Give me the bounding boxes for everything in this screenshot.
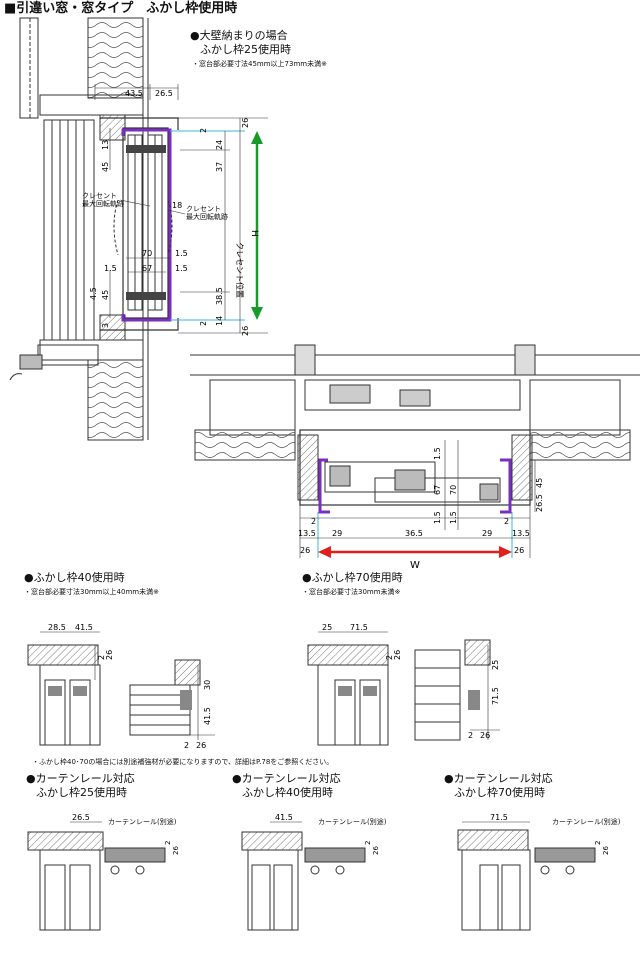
plan-dim-70: 70 — [449, 485, 458, 495]
curtain-40-heading-1: ●カーテンレール対応 — [232, 772, 341, 785]
dim-67: 67 — [142, 264, 152, 273]
top-heading-2: ふかし枠25使用時 — [200, 43, 291, 56]
plan-view-drawing — [190, 344, 640, 558]
curtain-25-dim: 26.5 — [72, 813, 90, 822]
plan-dim-26-5: 26.5 — [535, 494, 544, 512]
page-title: ■引違い窓・窓タイプ ふかし枠使用時 — [4, 1, 238, 16]
section-elevation-drawing — [9, 17, 268, 441]
f70-dim-25: 25 — [322, 623, 332, 632]
f70-heading: ●ふかし枠70使用時 — [302, 571, 403, 584]
curtain-40-label: カーテンレール(別途) — [318, 818, 387, 826]
fukashi-40-drawing — [27, 631, 215, 746]
plan-dim-45: 45 — [535, 478, 544, 488]
f40-dim-28-5: 28.5 — [48, 623, 66, 632]
dim-18: 18 — [172, 201, 182, 210]
crescent-position-label: クレセント位置 — [235, 242, 245, 298]
plan-dim-67: 67 — [433, 485, 442, 495]
dim-26-top: 26 — [241, 118, 250, 128]
dim-4-5: 4.5 — [89, 287, 98, 300]
dim-26-bottom: 26 — [241, 326, 250, 336]
f70-dim-25-v: 25 — [491, 660, 500, 670]
dim-3: 3 — [101, 323, 110, 328]
curtain-25-label: カーテンレール(別途) — [108, 818, 177, 826]
curtain-70-dim-2: 2 — [594, 841, 602, 845]
curtain-40-dim-2: 2 — [364, 841, 372, 845]
plan-dim-W: W — [410, 560, 420, 571]
curtain-70-dim-26: 26 — [602, 846, 610, 855]
curtain-40-dim: 41.5 — [275, 813, 293, 822]
dim-1-5-c: 1.5 — [175, 264, 188, 273]
curtain-40-heading-2: ふかし枠40使用時 — [242, 786, 333, 799]
crescent-left-label: クレセント 最大回転軌跡 — [82, 192, 124, 209]
dim-24: 24 — [215, 140, 224, 150]
curtain-rail-40-drawing — [241, 821, 366, 931]
top-note: ・窓台部必要寸法45mm以上73mm未満※ — [192, 60, 327, 68]
plan-dim-36-5: 36.5 — [405, 529, 423, 538]
f70-dim-2-a: 2 — [385, 655, 394, 660]
dim-2-top: 2 — [199, 128, 208, 133]
plan-dim-13-5-left: 13.5 — [298, 529, 316, 538]
dim-H: H — [249, 230, 259, 237]
f40-dim-2-b: 2 — [184, 741, 189, 750]
plan-dim-13-5-right: 13.5 — [512, 529, 530, 538]
plan-dim-2-left: 2 — [311, 517, 316, 526]
curtain-rail-25-drawing — [27, 821, 166, 931]
footnote: ・ふかし枠40･70の場合には別途補強材が必要になりますので、詳細はP.78をご… — [32, 758, 334, 766]
plan-dim-29-left: 29 — [332, 529, 342, 538]
crescent-right-label: クレセント 最大回転軌跡 — [186, 205, 228, 222]
curtain-70-label: カーテンレール(別途) — [552, 818, 621, 826]
plan-dim-26-left: 26 — [300, 546, 310, 555]
dim-2-bottom: 2 — [199, 321, 208, 326]
curtain-25-dim-26: 26 — [172, 846, 180, 855]
curtain-25-dim-2: 2 — [164, 841, 172, 845]
f40-dim-26-a: 26 — [105, 650, 114, 660]
dim-45-bottom: 45 — [101, 290, 110, 300]
f40-dim-2-a: 2 — [97, 655, 106, 660]
curtain-40-dim-26: 26 — [372, 846, 380, 855]
dim-43-5: 43.5 — [125, 89, 143, 98]
f70-dim-26-b: 26 — [480, 731, 490, 740]
dim-70: 70 — [142, 249, 152, 258]
f40-dim-30: 30 — [203, 680, 212, 690]
f70-dim-71-5-v: 71.5 — [491, 687, 500, 705]
f40-dim-41-5-v: 41.5 — [203, 707, 212, 725]
curtain-70-heading-1: ●カーテンレール対応 — [444, 772, 553, 785]
dim-37: 37 — [215, 162, 224, 172]
top-heading-1: ●大壁納まりの場合 — [190, 29, 288, 42]
curtain-rail-70-drawing — [457, 821, 596, 931]
fukashi-70-drawing — [307, 631, 500, 746]
plan-dim-29-right: 29 — [482, 529, 492, 538]
f70-note: ・窓台部必要寸法30mm未満※ — [302, 588, 401, 596]
f40-dim-41-5: 41.5 — [75, 623, 93, 632]
dim-13: 13 — [101, 140, 110, 150]
dim-1-5-b: 1.5 — [104, 264, 117, 273]
f70-dim-26-a: 26 — [393, 650, 402, 660]
plan-dim-26-right: 26 — [514, 546, 524, 555]
f40-dim-26-b: 26 — [196, 741, 206, 750]
f70-dim-2-b: 2 — [468, 731, 473, 740]
curtain-70-dim: 71.5 — [490, 813, 508, 822]
f70-dim-71-5: 71.5 — [350, 623, 368, 632]
f40-note: ・窓台部必要寸法30mm以上40mm未満※ — [24, 588, 159, 596]
curtain-25-heading-2: ふかし枠25使用時 — [36, 786, 127, 799]
dim-45-top: 45 — [101, 162, 110, 172]
curtain-25-heading-1: ●カーテンレール対応 — [26, 772, 135, 785]
curtain-70-heading-2: ふかし枠70使用時 — [454, 786, 545, 799]
plan-dim-1-5-b: 1.5 — [433, 511, 442, 524]
dim-38-5: 38.5 — [215, 287, 224, 305]
plan-dim-1-5-c: 1.5 — [449, 511, 458, 524]
dim-26-5: 26.5 — [155, 89, 173, 98]
f40-heading: ●ふかし枠40使用時 — [24, 571, 125, 584]
plan-dim-2-right: 2 — [504, 517, 509, 526]
dim-1-5-a: 1.5 — [175, 249, 188, 258]
plan-dim-1-5-a: 1.5 — [433, 447, 442, 460]
dim-14: 14 — [215, 316, 224, 326]
